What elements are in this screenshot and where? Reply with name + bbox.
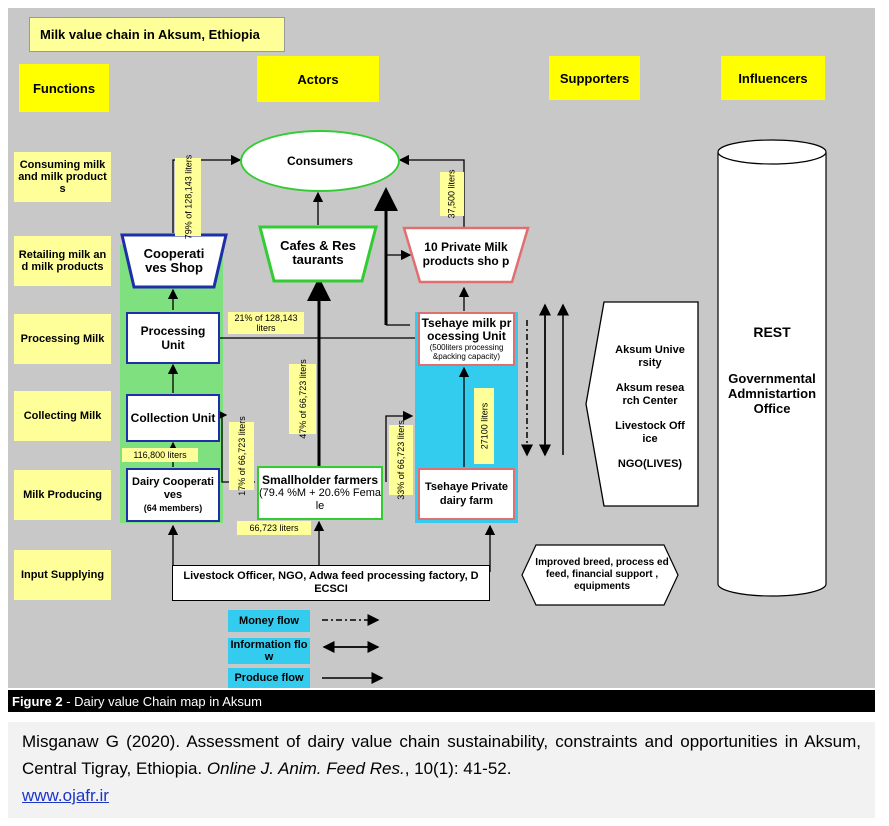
citation: Misganaw G (2020). Assessment of dairy v… <box>8 722 875 818</box>
function-consuming: Consuming milk and milk product s <box>14 152 111 202</box>
private-shop-shape <box>402 226 530 284</box>
figure-caption-label: Figure 2 <box>12 693 63 709</box>
function-retailing: Retailing milk an d milk products <box>14 236 111 286</box>
supporters-list: Aksum Unive rsity Aksum resea rch Center… <box>606 344 694 471</box>
influencer-rest: REST <box>753 324 791 340</box>
tsehaye-processing-unit: Tsehaye milk pr ocessing Unit (500liters… <box>418 312 515 366</box>
tsehaye-unit-detail: (500liters processing &packing capacity) <box>429 343 504 361</box>
influencers-cylinder <box>717 139 827 597</box>
supporter-inputs: Improved breed, process ed feed, financi… <box>535 557 669 592</box>
flow-connectors <box>167 154 569 684</box>
note-smallholder-to-processing: 47% of 66,723 liters <box>289 359 316 439</box>
legend-money-flow: Money flow <box>228 610 310 632</box>
smallholder-label: Smallholder farmers <box>261 473 379 487</box>
influencer-government: Governmental Admnistartion Office <box>727 371 817 416</box>
supporter-inputs-shape <box>521 544 679 606</box>
private-shop-label: 10 Private Milk products sho p <box>422 240 510 268</box>
consumers-node: Consumers <box>240 130 400 192</box>
dairy-cooperatives: Dairy Cooperati ves (64 members) <box>126 468 220 522</box>
supporters-shape <box>585 301 699 507</box>
supporter-aksum-university: Aksum Unive rsity <box>615 344 685 369</box>
header-supporters: Supporters <box>549 56 640 100</box>
header-functions: Functions <box>19 64 109 112</box>
collection-unit: Collection Unit <box>126 394 220 442</box>
function-processing: Processing Milk <box>14 314 111 364</box>
dairy-cooperatives-members: (64 members) <box>143 502 203 513</box>
legend-produce-flow: Produce flow <box>228 668 310 688</box>
smallholder-farmers: Smallholder farmers (79.4 %M + 20.6% Fem… <box>257 466 383 520</box>
supporter-research-center: Aksum resea rch Center <box>615 382 685 407</box>
header-actors: Actors <box>257 56 379 102</box>
note-tsehaye-farm-to-unit: 27100 liters <box>474 388 494 464</box>
function-collecting: Collecting Milk <box>14 391 111 441</box>
coop-shop-label: Cooperati ves Shop <box>143 246 205 275</box>
legend-information-flow: Information flo w <box>228 638 310 664</box>
supporter-livestock-office: Livestock Off ice <box>615 420 685 445</box>
cafes-shape <box>258 225 378 283</box>
function-input-supplying: Input Supplying <box>14 550 111 600</box>
note-private-to-consumers: 37,500 liters <box>440 169 464 219</box>
citation-journal: Online J. Anim. Feed Res. <box>206 759 405 778</box>
citation-details: , 10(1): 41-52. <box>404 759 512 778</box>
input-suppliers: Livestock Officer, NGO, Adwa feed proces… <box>172 565 490 601</box>
smallholder-detail: (79.4 %M + 20.6% Fema le <box>259 487 381 512</box>
function-producing: Milk Producing <box>14 470 111 520</box>
header-influencers: Influencers <box>721 56 825 100</box>
chart-title: Milk value chain in Aksum, Ethiopia <box>29 17 285 52</box>
cafes-label: Cafes & Res taurants <box>280 238 356 267</box>
note-processing-to-consumers: 21% of 128,143 liters <box>228 312 304 334</box>
note-smallholder-to-coop: 17% of 66,723 liters <box>229 416 254 496</box>
tsehaye-dairy-farm: Tsehaye Private dairy farm <box>418 468 515 520</box>
note-smallholder-total: 66,723 liters <box>237 521 311 535</box>
citation-link[interactable]: www.ojafr.ir <box>22 786 109 805</box>
dairy-cooperatives-label: Dairy Cooperati ves <box>132 475 214 501</box>
citation-text: Misganaw G (2020). Assessment of dairy v… <box>22 732 861 778</box>
supporter-ngo: NGO(LIVES) <box>617 458 683 470</box>
processing-unit: Processing Unit <box>126 312 220 364</box>
figure-caption: Figure 2 - Dairy value Chain map in Aksu… <box>8 690 875 712</box>
note-coop-to-consumers: 79% of 128,143 liters <box>175 155 201 239</box>
note-dairy-to-collection: 116,800 liters <box>122 448 198 462</box>
tsehaye-unit-label: Tsehaye milk pr ocessing Unit <box>421 316 512 343</box>
figure-caption-text: - Dairy value Chain map in Aksum <box>62 693 262 709</box>
note-smallholder-to-tsehaye: 33% of 66,723 liters <box>389 420 413 500</box>
